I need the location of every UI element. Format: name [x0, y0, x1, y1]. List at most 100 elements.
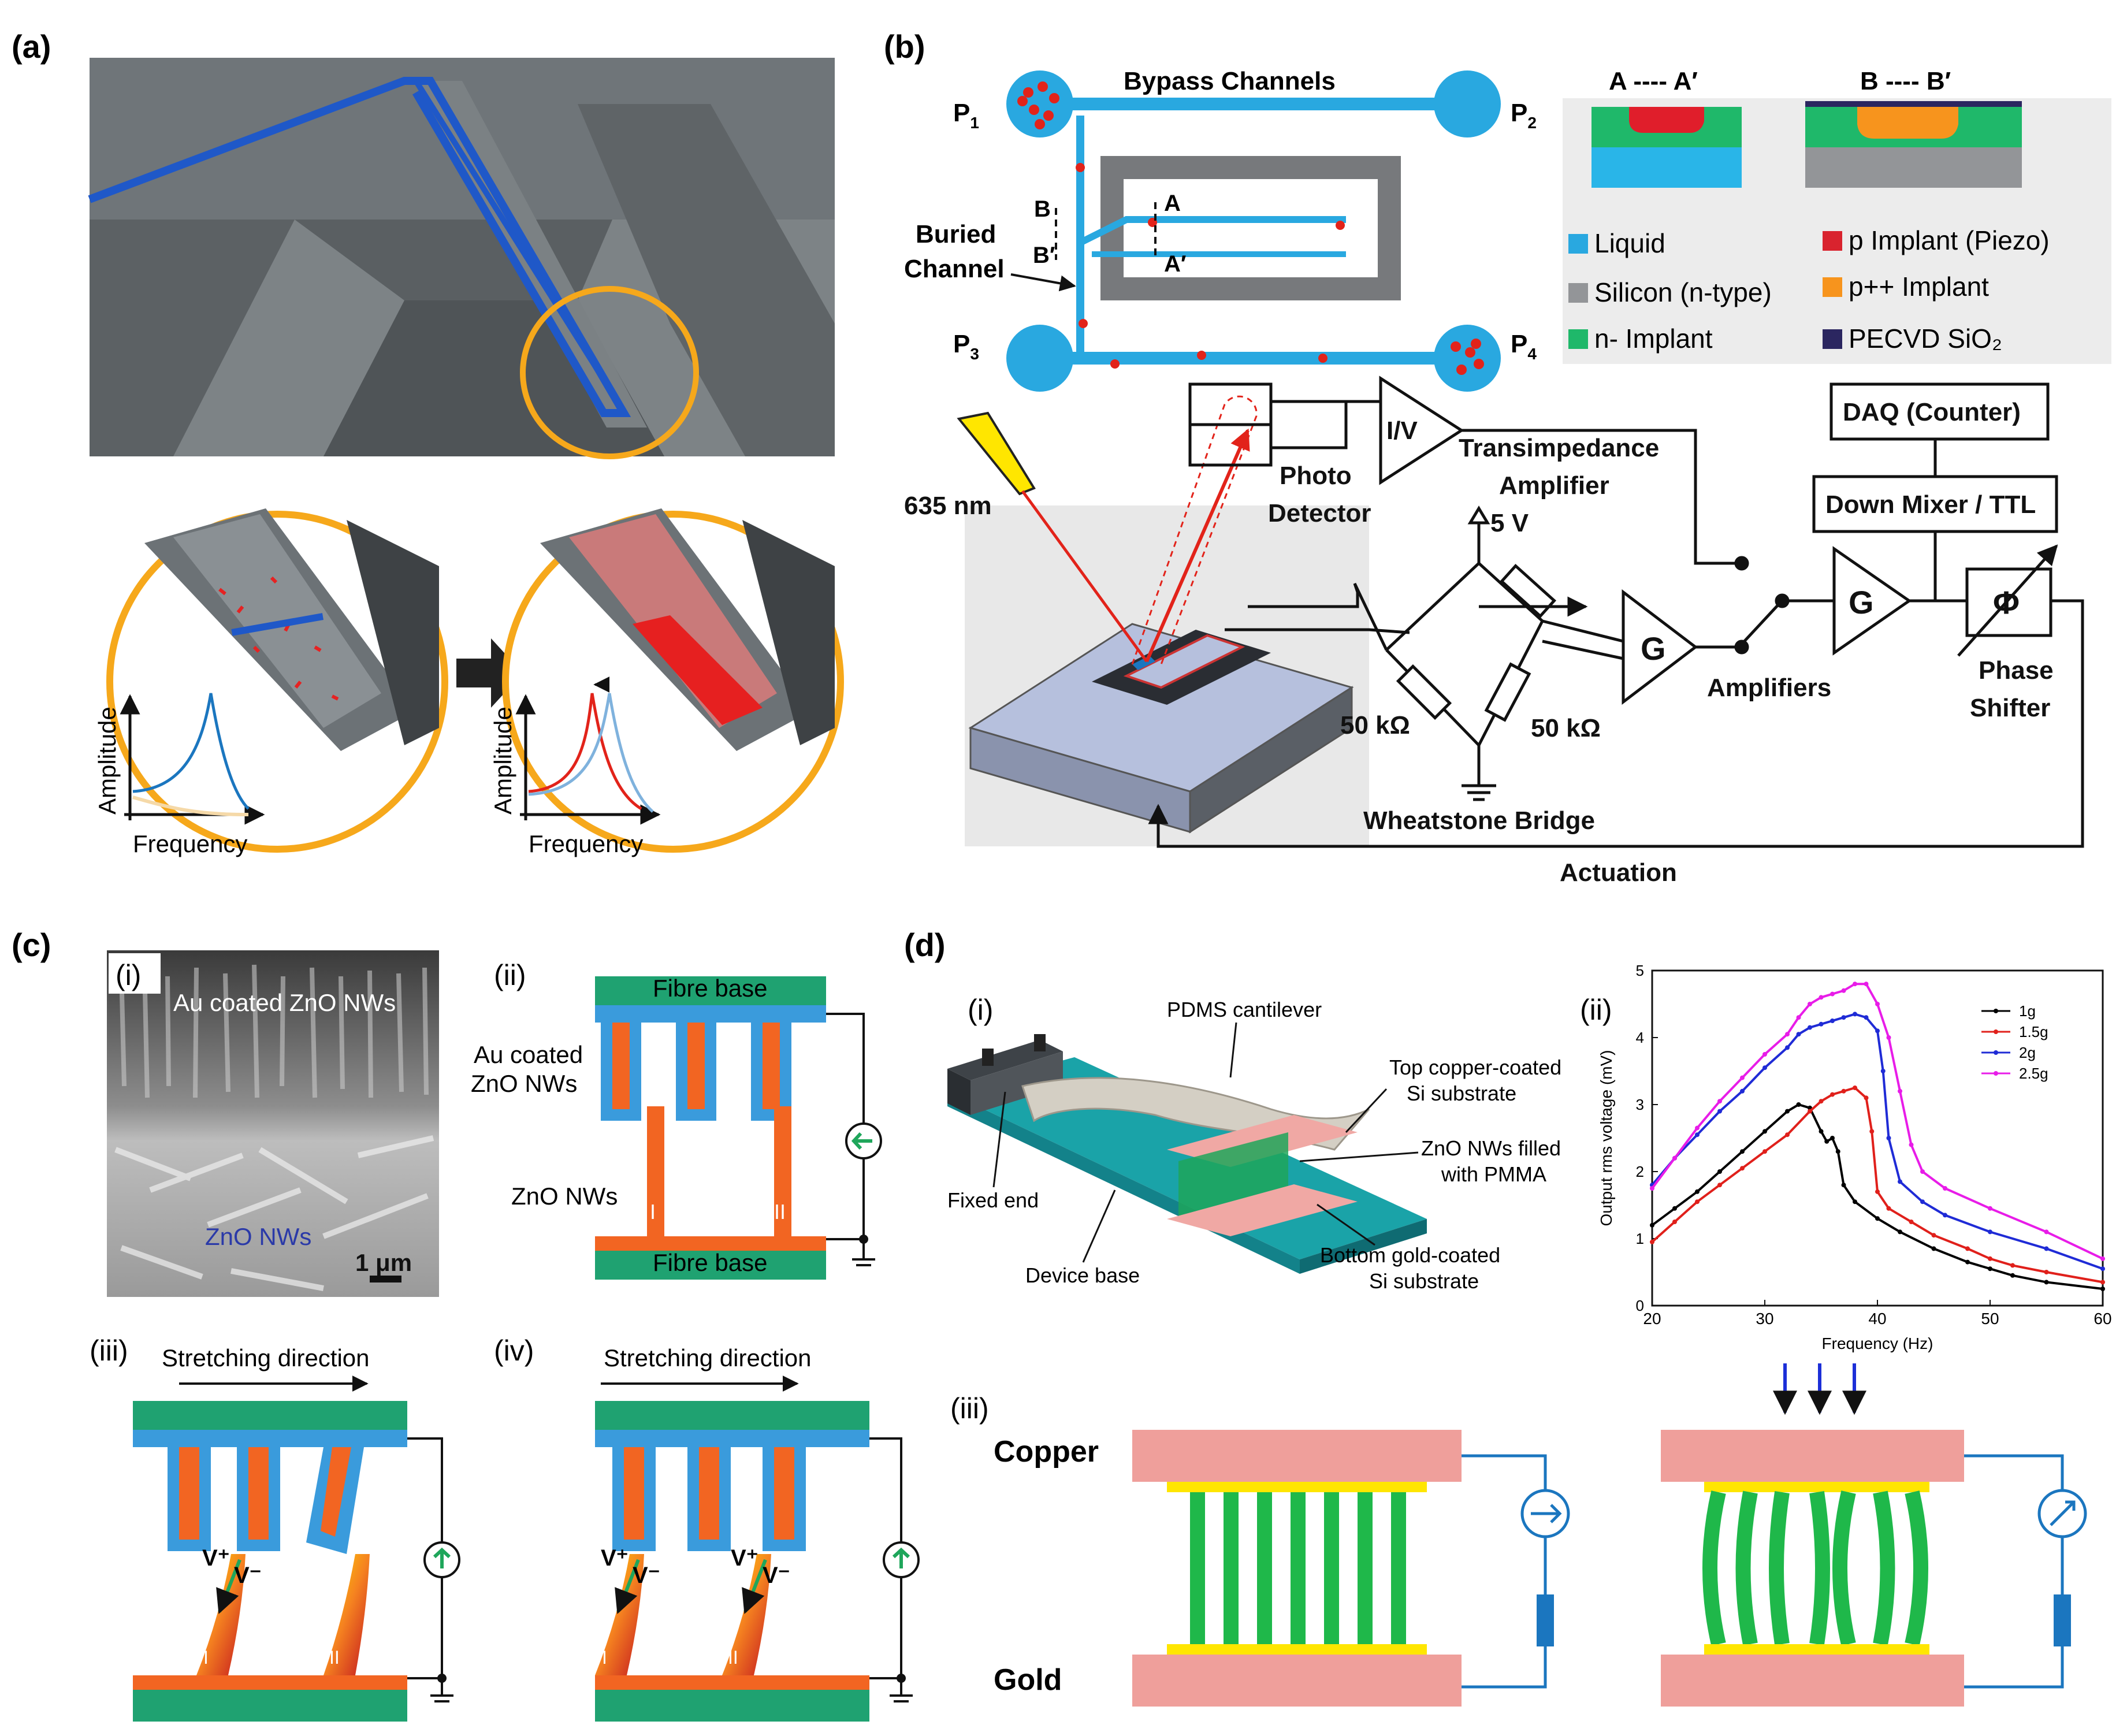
series-point-1g — [1830, 1136, 1835, 1140]
panel-a-zoom-right: Amplitude Frequency — [489, 508, 844, 857]
c-iv-label: (iv) — [494, 1334, 534, 1367]
series-point-2g — [2044, 1246, 2049, 1251]
series-point-1.5g — [1875, 1189, 1880, 1194]
series-point-2g — [1898, 1179, 1902, 1184]
g2-label: G — [1849, 584, 1874, 620]
resistor-top — [1499, 563, 1557, 619]
c-ii-diagram: (ii) Fibre base Fibre base I II Au coate… — [471, 959, 882, 1280]
legend-marker-2g — [1994, 1050, 1998, 1055]
d-ii-label: (ii) — [1580, 994, 1612, 1026]
vplus-iv-2: V⁺ — [731, 1545, 758, 1571]
legend-silicon: Silicon (n-type) — [1594, 277, 1772, 307]
zno-fill-label-2: with PMMA — [1441, 1162, 1546, 1186]
series-point-1.5g — [1717, 1183, 1722, 1188]
d-i-device: (i) PDMS cantilever Top copper-coated Si… — [947, 994, 1561, 1293]
series-point-2g — [1920, 1199, 1925, 1205]
port-p4-label: P4 — [1511, 330, 1537, 363]
legend-ppp-implant: p++ Implant — [1849, 272, 1989, 302]
marker-a-prime: A′ — [1164, 251, 1186, 277]
series-point-1.5g — [2100, 1280, 2105, 1285]
series-point-1.5g — [1740, 1166, 1745, 1171]
x-tick-label: 20 — [1643, 1310, 1661, 1328]
au-coated-label-1: Au coated — [474, 1041, 583, 1068]
c-iii-diagram: (iii) Stretching direction V⁺ V⁻ I II — [90, 1334, 460, 1722]
panel-d: (d) (i) PDMS cantilever Top copper-coate… — [904, 927, 2112, 1707]
device-base-label: Device base — [1025, 1263, 1140, 1287]
series-point-2.5g — [1796, 1015, 1801, 1020]
vminus-iv-1: V⁻ — [633, 1563, 660, 1588]
series-point-1.5g — [1785, 1132, 1790, 1137]
series-point-1g — [1695, 1189, 1700, 1194]
marker-a: A — [1164, 191, 1181, 216]
gold-label: Gold — [994, 1663, 1062, 1697]
series-point-1.5g — [1869, 1129, 1875, 1134]
top-sub-label-2: Si substrate — [1407, 1081, 1516, 1105]
sem-image: (i) Au coated ZnO NWs ZnO NWs 1 μm — [107, 950, 439, 1297]
amplifier-g1 — [1622, 589, 1698, 705]
series-point-1g — [1762, 1129, 1767, 1134]
series-point-2g — [1796, 1032, 1801, 1037]
photo-label-2: Detector — [1268, 499, 1371, 527]
series-point-2g — [1853, 1012, 1857, 1017]
au-coated-label-2: ZnO NWs — [471, 1070, 577, 1097]
series-point-1g — [2100, 1287, 2105, 1291]
series-point-1.5g — [1650, 1239, 1654, 1244]
series-point-2.5g — [1808, 1002, 1812, 1006]
series-point-2g — [1864, 1015, 1869, 1020]
roman-ii-iv: II — [728, 1647, 738, 1668]
sem-zno-label: ZnO NWs — [205, 1223, 311, 1250]
port-p1 — [1006, 70, 1073, 137]
series-point-2.5g — [1785, 1032, 1790, 1037]
stretch-label-iii: Stretching direction — [162, 1344, 370, 1371]
amplitude-label-right: Amplitude — [489, 707, 516, 815]
amplitude-label-left: Amplitude — [94, 707, 121, 815]
legend-label-1.5g: 1.5g — [2019, 1023, 2048, 1040]
particles — [1017, 81, 1484, 375]
series-point-1g — [1740, 1149, 1745, 1154]
series-point-1.5g — [1864, 1095, 1869, 1101]
series-point-1.5g — [1853, 1086, 1857, 1090]
series-point-1g — [1898, 1229, 1902, 1235]
five-volt-label: 5 V — [1490, 509, 1529, 537]
vplus-iv-1: V⁺ — [601, 1545, 629, 1571]
series-point-2g — [2100, 1266, 2105, 1272]
zoom-circle — [520, 286, 699, 459]
copper-label: Copper — [994, 1435, 1099, 1469]
series-point-2.5g — [1762, 1052, 1767, 1057]
actuation-label: Actuation — [1560, 858, 1677, 887]
y-tick-label: 3 — [1636, 1096, 1644, 1113]
series-point-2g — [1819, 1021, 1824, 1027]
y-tick-label: 0 — [1636, 1297, 1644, 1314]
panel-b-label: (b) — [884, 28, 925, 65]
series-point-2.5g — [1853, 982, 1857, 987]
vminus-iii: V⁻ — [234, 1563, 262, 1588]
roman-ii-c-ii: II — [774, 1200, 786, 1224]
microfluidic-layout — [1057, 98, 1450, 365]
series-point-2.5g — [1672, 1155, 1677, 1161]
roman-ii-iii: II — [329, 1647, 340, 1668]
series-point-2.5g — [1875, 1002, 1880, 1006]
buried-channel-label-1: Buried — [916, 220, 996, 248]
series-point-2g — [1880, 1069, 1886, 1073]
amplifier-g2 — [1832, 546, 1912, 656]
series-point-2g — [1988, 1229, 1992, 1235]
series-point-2.5g — [1841, 988, 1846, 993]
d-iii-diagram: (iii) Copper Gold — [950, 1363, 2087, 1707]
series-point-2g — [1785, 1045, 1790, 1050]
r1-label: 50 kΩ — [1340, 711, 1410, 739]
buried-channel-label-2: Channel — [904, 255, 1005, 283]
series-point-1.5g — [1931, 1233, 1936, 1238]
panel-a-chip-render — [88, 58, 835, 459]
section-a-title: A ---- A′ — [1609, 67, 1698, 95]
cross-section-legend: A ---- A′ B ---- B′ Liquid p Implant (Pi… — [1563, 67, 2111, 364]
port-p2 — [1434, 70, 1501, 137]
series-point-1.5g — [1886, 1206, 1891, 1211]
c-i-label: (i) — [116, 959, 141, 991]
series-point-2g — [1943, 1213, 1947, 1218]
trans-label-2: Amplifier — [1499, 471, 1609, 500]
series-point-2.5g — [1920, 1169, 1925, 1174]
series-point-1g — [1875, 1216, 1880, 1221]
y-tick-label: 1 — [1636, 1230, 1644, 1247]
g1-label: G — [1641, 630, 1666, 667]
